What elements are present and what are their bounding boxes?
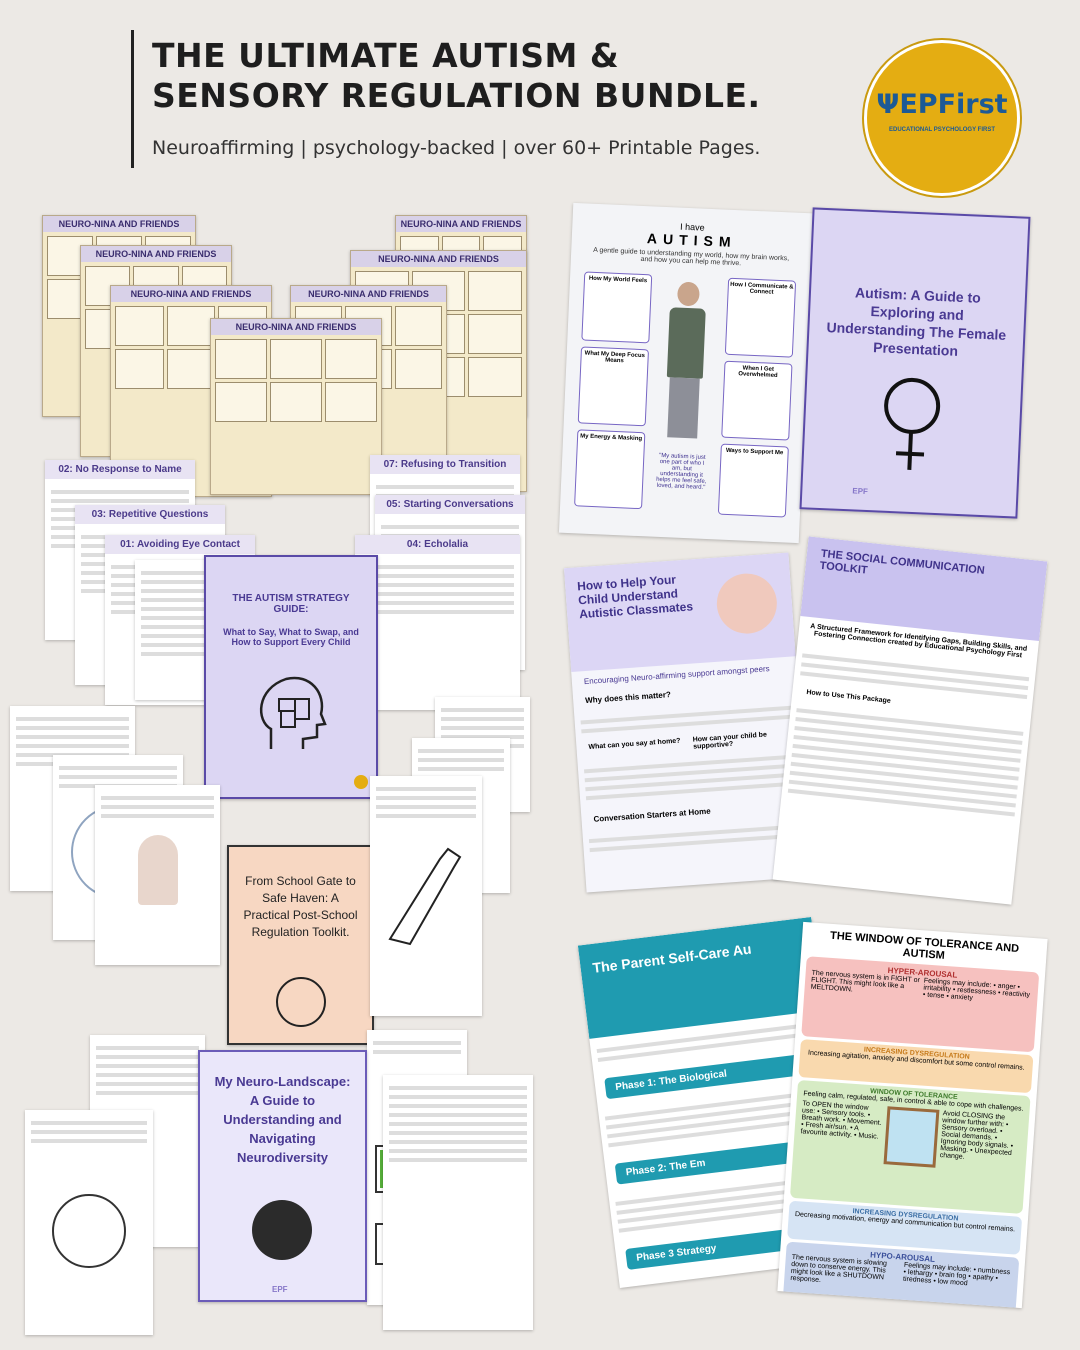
hyper-arousal-zone: HYPER-AROUSAL The nervous system is in F… <box>801 956 1040 1053</box>
i-have-autism-page: I have AUTISM A gentle guide to understa… <box>558 202 814 544</box>
cooling-system-page <box>383 1075 533 1330</box>
open-window-text: To OPEN the window use: • Sensory tools.… <box>800 1100 882 1141</box>
neuro-landscape-cover: My Neuro-Landscape: A Guide to Understan… <box>198 1050 367 1302</box>
comic-title: NEURO-NINA AND FRIENDS <box>111 286 271 302</box>
autism-box: What My Deep Focus Means <box>577 346 649 427</box>
comic-title: NEURO-NINA AND FRIENDS <box>351 251 526 267</box>
autism-box: How I Communicate & Connect <box>724 277 797 358</box>
worksheet-title: 02: No Response to Name <box>45 460 195 479</box>
autism-box: Ways to Support Me <box>717 443 789 518</box>
small-logo-icon <box>354 775 368 789</box>
section-page <box>25 1110 153 1335</box>
female-guide-title: Autism: A Guide to Exploring and Underst… <box>826 284 1007 359</box>
close-window-text: Avoid CLOSING the window further with: •… <box>939 1110 1014 1161</box>
nervous-system-page <box>95 785 220 965</box>
strategy-guide-cover: THE AUTISM STRATEGY GUIDE: What to Say, … <box>204 555 378 799</box>
comic-title: NEURO-NINA AND FRIENDS <box>43 216 195 232</box>
comic-title: NEURO-NINA AND FRIENDS <box>291 286 446 302</box>
table-page <box>135 560 215 700</box>
comic-page-7: NEURO-NINA AND FRIENDS <box>210 318 382 495</box>
autism-quote: "My autism is just one part of who I am,… <box>655 452 707 491</box>
autism-box: My Energy & Masking <box>574 429 646 510</box>
comic-title: NEURO-NINA AND FRIENDS <box>81 246 231 262</box>
bottle-icon <box>388 847 462 946</box>
epfirst-logo: ΨEPFirst EDUCATIONAL PSYCHOLOGY FIRST <box>864 40 1020 196</box>
neuro-landscape-title: My Neuro-Landscape: A Guide to Understan… <box>214 1074 351 1165</box>
page-subtitle: Neuroaffirming | psychology-backed | ove… <box>152 137 761 159</box>
autism-box: When I Get Overwhelmed <box>721 360 793 441</box>
calm-leaf-icon <box>276 977 326 1027</box>
epf-brand: EPF <box>272 1285 288 1294</box>
child-photo <box>651 275 720 448</box>
header-divider <box>131 30 134 168</box>
social-toolkit-title: THE SOCIAL COMMUNICATION TOOLKIT <box>819 547 986 577</box>
worksheet-title: 07: Refusing to Transition <box>370 455 520 474</box>
logo-tagline: EDUCATIONAL PSYCHOLOGY FIRST <box>888 127 995 133</box>
autism-box: How My World Feels <box>581 271 653 344</box>
female-guide-cover: Autism: A Guide to Exploring and Underst… <box>799 207 1031 519</box>
title-line-1: THE ULTIMATE AUTISM & <box>152 36 620 75</box>
strategy-guide-subtitle: What to Say, What to Swap, and How to Su… <box>223 627 359 647</box>
worksheet-page-6: 04: Echolalia <box>355 535 520 710</box>
school-gate-title: From School Gate to Safe Haven: A Practi… <box>243 874 358 939</box>
epf-brand: EPF <box>852 486 869 497</box>
window-of-tolerance-page: THE WINDOW OF TOLERANCE AND AUTISM HYPER… <box>777 921 1048 1309</box>
strategy-guide-title: THE AUTISM STRATEGY GUIDE: <box>232 593 350 615</box>
worksheet-title: 03: Repetitive Questions <box>75 505 225 524</box>
worksheet-title: 01: Avoiding Eye Contact <box>105 535 255 554</box>
school-gate-cover: From School Gate to Safe Haven: A Practi… <box>227 845 374 1045</box>
social-toolkit-page: THE SOCIAL COMMUNICATION TOOLKIT A Struc… <box>772 536 1048 905</box>
head-puzzle-icon <box>259 676 327 749</box>
comic-title: NEURO-NINA AND FRIENDS <box>211 319 381 335</box>
brain-icon <box>252 1200 312 1260</box>
comic-title: NEURO-NINA AND FRIENDS <box>396 216 526 232</box>
window-icon <box>883 1106 939 1168</box>
page-title: THE ULTIMATE AUTISM & SENSORY REGULATION… <box>152 36 761 116</box>
bottle-effect-page <box>370 776 482 1016</box>
window-of-tolerance-zone: WINDOW OF TOLERANCE Feeling calm, regula… <box>789 1079 1031 1214</box>
logo-text: ΨEPFirst <box>876 89 1008 120</box>
title-line-2: SENSORY REGULATION BUNDLE. <box>152 76 761 115</box>
female-symbol-icon <box>884 377 941 470</box>
classmates-title: How to Help Your Child Understand Autist… <box>576 572 694 622</box>
classmates-page: How to Help Your Child Understand Autist… <box>563 552 812 893</box>
worksheet-title: 04: Echolalia <box>355 535 520 554</box>
worksheet-title: 05: Starting Conversations <box>375 495 525 514</box>
